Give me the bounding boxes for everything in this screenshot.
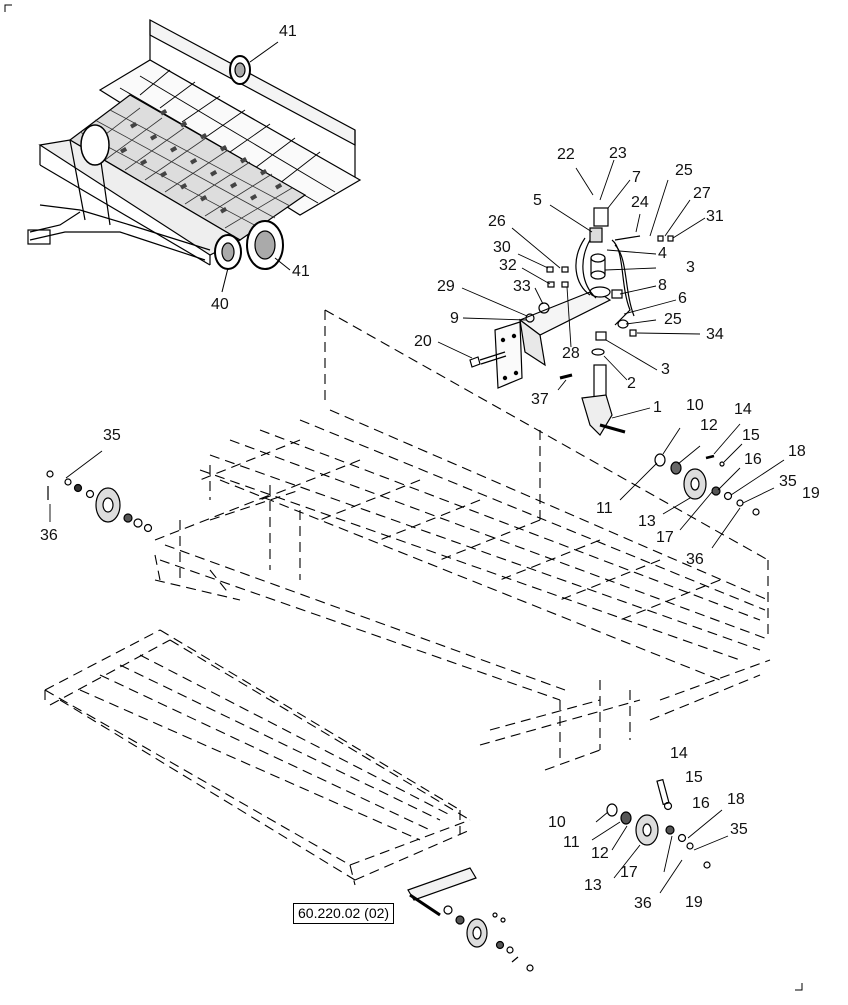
reference-box[interactable]: 60.220.02 (02) [293, 903, 395, 925]
callout-label: 15 [685, 769, 703, 786]
lower-frame-outline [44, 629, 471, 886]
callout-label: 31 [706, 208, 724, 225]
callout-label: 22 [557, 146, 575, 163]
callout-label: 3 [661, 361, 670, 378]
callout-label: 17 [620, 864, 638, 881]
callout-label: 36 [634, 895, 652, 912]
trailer-illustration [27, 18, 362, 293]
callout-label: 27 [693, 185, 711, 202]
callout-label: 25 [675, 162, 693, 179]
callout-label: 24 [631, 194, 649, 211]
callout-label: 15 [742, 427, 760, 444]
callout-label: 12 [700, 417, 718, 434]
callout-label: 19 [685, 894, 703, 911]
callout-label: 10 [548, 814, 566, 831]
callout-label: 16 [692, 795, 710, 812]
callout-label: 13 [584, 877, 602, 894]
callout-label: 26 [488, 213, 506, 230]
callout-label: 11 [596, 500, 613, 517]
callout-label: 6 [678, 290, 687, 307]
callout-label: 35 [730, 821, 748, 838]
main-frame-outline [154, 309, 771, 771]
callout-label: 33 [513, 278, 531, 295]
callout-label: 14 [670, 745, 688, 762]
callout-label: 19 [802, 485, 820, 502]
callout-label: 5 [533, 192, 542, 209]
bottom-axle-assembly [407, 867, 534, 972]
callout-label: 37 [531, 391, 549, 408]
right-upper-hub-assembly [619, 423, 785, 549]
callout-label: 35 [779, 473, 797, 490]
callout-label: 32 [499, 257, 517, 274]
callout-label: 17 [656, 529, 674, 546]
callout-label: 2 [627, 375, 636, 392]
callout-label: 34 [706, 326, 724, 343]
callout-label: 20 [414, 333, 432, 350]
callout-label: 11 [563, 834, 580, 851]
callout-label: 29 [437, 278, 455, 295]
callout-label: 23 [609, 145, 627, 162]
callout-label: 41 [292, 263, 310, 280]
callout-label: 40 [211, 296, 229, 313]
callout-label: 3 [686, 259, 695, 276]
right-lower-hub-assembly [591, 778, 729, 894]
callout-label: 13 [638, 513, 656, 530]
callout-label: 41 [279, 23, 297, 40]
callout-label: 18 [727, 791, 745, 808]
callout-label: 25 [664, 311, 682, 328]
callout-label: 7 [632, 169, 641, 186]
callout-label: 8 [658, 277, 667, 294]
spindle-assembly [437, 159, 706, 436]
callout-label: 10 [686, 397, 704, 414]
callout-label: 14 [734, 401, 752, 418]
callout-label: 12 [591, 845, 609, 862]
callout-label: 1 [653, 399, 662, 416]
callout-label: 35 [103, 427, 121, 444]
callout-label: 16 [744, 451, 762, 468]
left-hub-assembly [46, 450, 153, 533]
callout-label: 30 [493, 239, 511, 256]
callout-label: 36 [686, 551, 704, 568]
callout-label: 9 [450, 310, 459, 327]
callout-label: 4 [658, 245, 667, 262]
callout-label: 36 [40, 527, 58, 544]
callout-label: 18 [788, 443, 806, 460]
callout-label: 28 [562, 345, 580, 362]
